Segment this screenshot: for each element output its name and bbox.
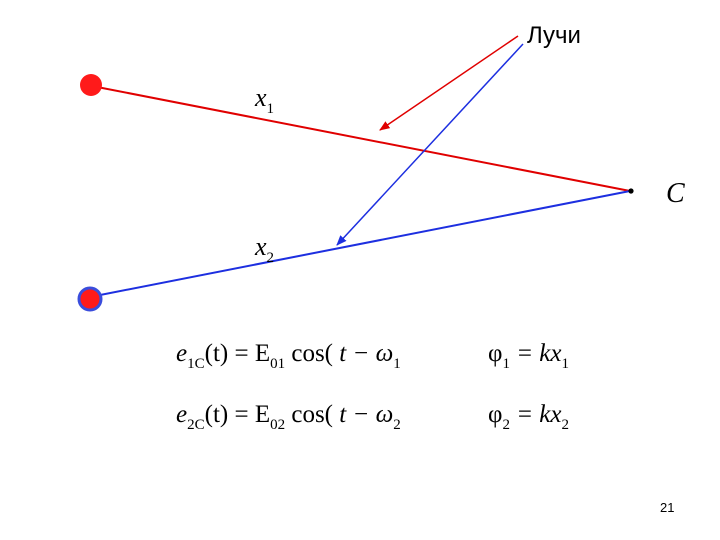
rays-label: Лучи [527,22,581,49]
label-point-c: C [666,178,685,209]
eq2-rhs-sub: 2 [561,417,570,433]
eq2-t-minus: t − ω [333,401,394,428]
eq1-phi: φ [488,340,503,367]
eq1-rhs: = kx [509,340,562,367]
equation-1: e1C(t) = E01 cos( t − ω1 [176,340,401,372]
eq2-phi: φ [488,401,503,428]
label-x2-sub: 2 [266,250,275,266]
point-c-dot [628,188,634,194]
equation-1-phase: φ1 = kx1 [488,340,569,372]
source-2-dot [77,286,103,312]
eq2-amp-sub: 02 [270,417,286,433]
page-number: 21 [660,500,675,515]
eq2-cos: cos( [285,401,333,428]
label-x1: x1 [255,83,274,117]
eq1-rhs-sub: 1 [561,356,570,372]
eq1-e-sub: 1C [187,356,205,372]
eq1-args: (t) = E [204,340,271,367]
eq2-args: (t) = E [204,401,271,428]
eq2-e: e [176,401,188,428]
pointer-arrow-blue [336,43,524,246]
label-x1-base: x [255,83,267,112]
ray-2-line [89,190,631,298]
eq1-trail-sub: 1 [393,356,401,372]
eq2-trail-sub: 2 [393,417,401,433]
eq1-amp-sub: 01 [270,356,286,372]
eq1-e: e [176,340,188,367]
label-x1-sub: 1 [266,101,275,117]
eq2-phi-sub: 2 [502,417,510,433]
pointer-arrow-red [379,35,519,131]
eq2-e-sub: 2C [187,417,205,433]
equation-2-phase: φ2 = kx2 [488,401,569,433]
eq1-phi-sub: 1 [502,356,510,372]
source-1-dot [80,74,102,96]
label-x2-base: x [255,232,267,261]
equation-2: e2C(t) = E02 cos( t − ω2 [176,401,401,433]
eq2-rhs: = kx [509,401,562,428]
label-x2: x2 [255,232,274,266]
ray-1-line [91,85,631,192]
eq1-cos: cos( [285,340,333,367]
eq1-t-minus: t − ω [333,340,394,367]
